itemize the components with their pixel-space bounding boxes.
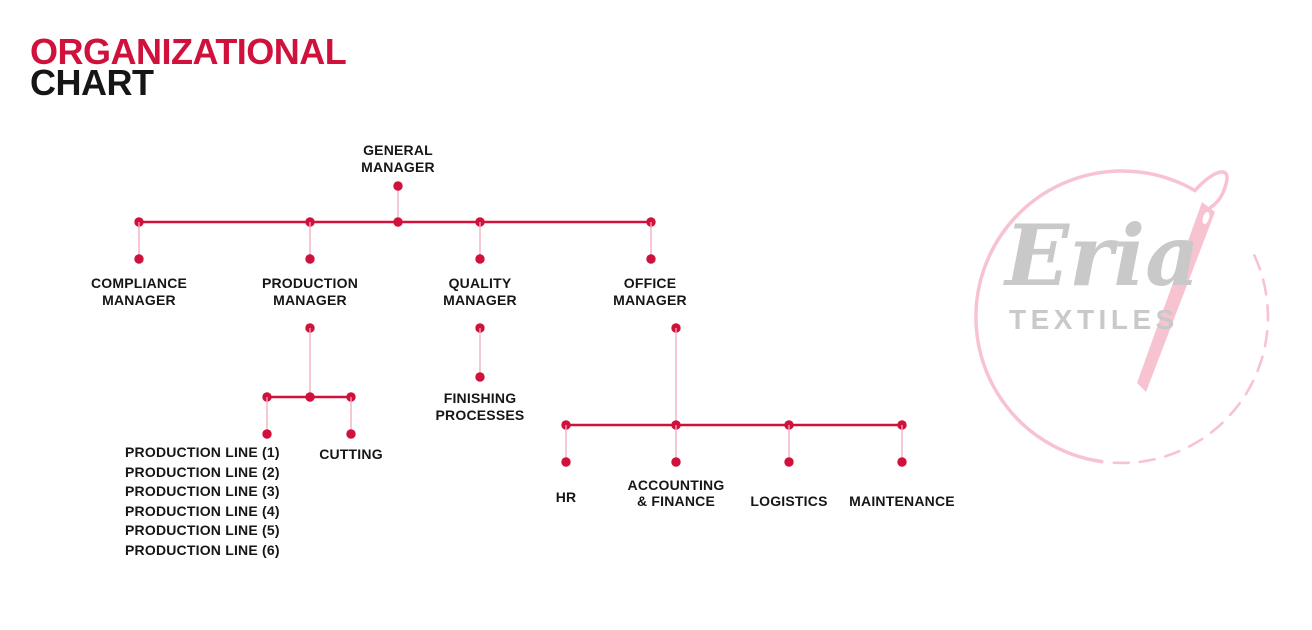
node-finishing-processes: FINISHING PROCESSES xyxy=(435,390,525,423)
node-production-line-3: PRODUCTION LINE (3) xyxy=(125,483,280,499)
junction-dot xyxy=(646,217,656,227)
junction-dot xyxy=(897,420,907,430)
junction-dot xyxy=(475,372,485,382)
junction-dot xyxy=(646,254,656,264)
junction-dot xyxy=(305,392,315,402)
node-production-manager: PRODUCTION MANAGER xyxy=(261,275,359,308)
junction-dot xyxy=(671,457,681,467)
node-production-line-5: PRODUCTION LINE (5) xyxy=(125,522,280,538)
junction-dot xyxy=(393,217,403,227)
page-title: ORGANIZATIONAL CHART xyxy=(30,31,347,103)
junction-dot xyxy=(897,457,907,467)
needle-icon xyxy=(1137,202,1215,392)
node-production-line-2: PRODUCTION LINE (2) xyxy=(125,463,280,480)
node-cutting: CUTTING xyxy=(319,446,383,462)
junction-dot xyxy=(346,392,356,402)
junction-dot xyxy=(393,181,403,191)
junction-dot xyxy=(784,457,794,467)
junction-dot xyxy=(262,392,272,402)
junction-dot xyxy=(671,323,681,333)
junction-dot xyxy=(305,254,315,264)
junction-dot xyxy=(262,429,272,439)
node-maintenance: MAINTENANCE xyxy=(849,493,955,509)
junction-dot xyxy=(561,420,571,430)
junction-dot xyxy=(305,323,315,333)
node-production-line-1: PRODUCTION LINE (1) xyxy=(125,444,280,460)
logo-word-text: TEXTILES xyxy=(1009,304,1179,335)
production-lines-list: PRODUCTION LINE (1) PRODUCTION LINE (2) … xyxy=(125,443,280,560)
thread-circle-solid xyxy=(974,169,1197,464)
node-production-line-4: PRODUCTION LINE (4) xyxy=(125,502,280,519)
junction-dot xyxy=(305,217,315,227)
junction-dot xyxy=(475,323,485,333)
junction-dot xyxy=(134,254,144,264)
page-title-line1: ORGANIZATIONAL xyxy=(30,31,347,72)
junction-dot xyxy=(671,420,681,430)
junction-dot xyxy=(784,420,794,430)
page-title-line2: CHART xyxy=(30,62,154,103)
node-quality-manager: QUALITY MANAGER xyxy=(443,275,517,308)
node-hr: HR xyxy=(555,489,577,505)
junction-dot xyxy=(475,217,485,227)
junction-dot xyxy=(475,254,485,264)
node-accounting-finance: ACCOUNTING & FINANCE xyxy=(627,477,725,509)
thread-circle-dashed xyxy=(1108,254,1270,465)
node-compliance-manager: COMPLIANCE MANAGER xyxy=(90,275,188,308)
junction-dot xyxy=(346,429,356,439)
junction-dot xyxy=(134,217,144,227)
logo-brand-text: Eria xyxy=(1003,206,1200,305)
node-general-manager: GENERAL MANAGER xyxy=(361,142,435,175)
node-logistics: LOGISTICS xyxy=(750,493,828,509)
eria-textiles-logo: Eria TEXTILES xyxy=(974,169,1270,465)
junction-dot xyxy=(561,457,571,467)
needle-eye xyxy=(1202,212,1210,224)
node-production-line-6: PRODUCTION LINE (6) xyxy=(125,541,280,558)
node-office-manager: OFFICE MANAGER xyxy=(613,275,687,308)
thread-into-needle xyxy=(1193,170,1229,212)
